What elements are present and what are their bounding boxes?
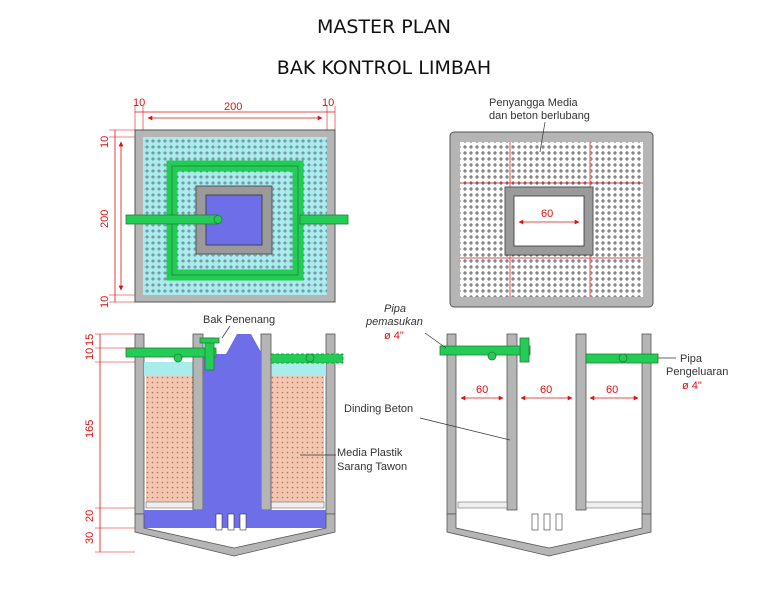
plan-dimensions-left: 10 200 10 10 200 10 xyxy=(99,97,336,308)
plan-title: MASTER PLAN xyxy=(317,16,451,38)
label-pipa-masuk-2: pemasukan xyxy=(365,316,423,328)
label-pipa-masuk-size: ø 4" xyxy=(384,330,404,342)
dim-section-20: 20 xyxy=(84,510,96,522)
dim-section-30: 30 xyxy=(84,532,96,544)
dim-section-165: 165 xyxy=(84,420,96,438)
label-pipa-keluar-2: Pengeluaran xyxy=(666,366,728,378)
label-media-2: Sarang Tawon xyxy=(337,461,407,473)
section-view-left xyxy=(125,333,344,557)
dim-right-60-b: 60 xyxy=(540,384,552,396)
label-penyangga-2: dan beton berlubang xyxy=(489,110,590,122)
dim-section-10: 10 xyxy=(84,348,96,360)
plan-view-right: 60 xyxy=(449,131,654,308)
leader-dinding-beton xyxy=(419,417,511,441)
leader-bak-penenang xyxy=(221,325,231,339)
label-pipa-keluar-1: Pipa xyxy=(680,353,703,365)
dim-left-top: 10 xyxy=(99,136,111,148)
dim-right-60-a: 60 xyxy=(476,384,488,396)
label-penyangga-1: Penyangga Media xyxy=(489,97,579,109)
label-pipa-masuk-1: Pipa xyxy=(384,303,406,315)
label-dinding-beton: Dinding Beton xyxy=(344,403,413,415)
dim-inner-60-plan: 60 xyxy=(541,208,553,220)
dim-top-left: 10 xyxy=(133,97,145,109)
leader-pipa-masuk xyxy=(424,332,447,349)
plan-subtitle: BAK KONTROL LIMBAH xyxy=(276,57,492,79)
section-dimensions-left: 15 10 165 20 30 xyxy=(84,333,135,553)
dim-left-bottom: 10 xyxy=(99,296,111,308)
plan-view-left xyxy=(125,129,349,303)
section-view-right: 60 60 60 xyxy=(439,333,659,557)
dim-right-60-c: 60 xyxy=(606,384,618,396)
dim-top-right: 10 xyxy=(322,97,334,109)
label-pipa-keluar-size: ø 4" xyxy=(682,380,702,392)
dim-left-middle: 200 xyxy=(99,210,111,228)
dim-section-15: 15 xyxy=(84,334,96,346)
label-media-1: Media Plastik xyxy=(337,447,403,459)
dim-top-middle: 200 xyxy=(224,101,242,113)
label-bak-penenang: Bak Penenang xyxy=(203,314,275,326)
leader-penyangga xyxy=(539,121,546,153)
